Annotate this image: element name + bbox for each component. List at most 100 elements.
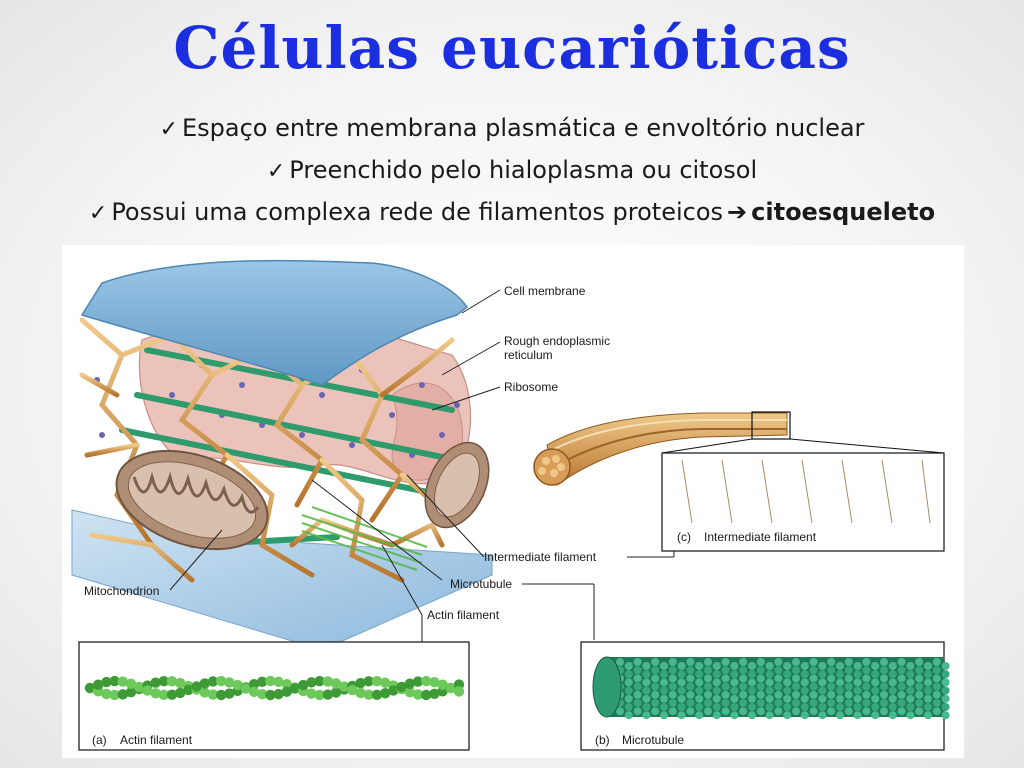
tubulin-subunit — [695, 686, 704, 695]
tubulin-subunit — [862, 699, 871, 707]
tubulin-subunit — [915, 707, 924, 716]
tubulin-subunit — [906, 670, 915, 679]
tubulin-subunit — [756, 682, 765, 691]
tubulin-subunit — [871, 686, 880, 695]
tubulin-subunit — [818, 703, 827, 711]
checkmark-icon: ✓ — [266, 159, 286, 184]
tubulin-subunit — [818, 662, 827, 670]
tubulin-subunit — [765, 703, 774, 711]
actin-subunit — [412, 676, 424, 687]
tubulin-subunit — [924, 670, 932, 679]
tubulin-subunit — [888, 662, 897, 670]
tubulin-subunit — [932, 682, 941, 691]
tubulin-subunit — [677, 686, 686, 695]
actin-subunit — [355, 687, 366, 699]
tubulin-subunit — [783, 686, 792, 695]
tubulin-subunit — [642, 678, 651, 687]
label-mitochondrion: Mitochondrion — [84, 584, 159, 598]
actin-subunit — [248, 686, 260, 698]
tubulin-subunit — [880, 707, 888, 716]
actin-subunit — [314, 675, 325, 687]
tubulin-subunit — [721, 707, 730, 716]
cytoskeleton-figure: Cell membrane Rough endoplasmic reticulu… — [62, 245, 964, 758]
tubulin-subunit — [624, 670, 633, 679]
actin-subunit — [150, 677, 161, 688]
tubulin-subunit — [756, 690, 765, 699]
tubulin-subunit — [721, 682, 730, 691]
tubulin-subunit — [888, 670, 897, 679]
tubulin-subunit — [756, 658, 765, 666]
tubulin-subunit — [642, 686, 651, 695]
tubulin-subunit — [739, 707, 748, 716]
tubulin-subunit — [730, 703, 739, 711]
tubulin-subunit — [677, 662, 686, 670]
actin-subunit — [175, 677, 186, 689]
actin-subunit — [273, 676, 284, 688]
tubulin-subunit — [915, 666, 924, 675]
actin-subunit — [248, 678, 260, 690]
tubulin-subunit — [897, 690, 906, 699]
panel-intermediate-filament: (c) Intermediate filament — [661, 452, 945, 552]
tubulin-subunit — [712, 678, 721, 687]
tubulin-subunit — [660, 703, 668, 711]
actin-subunit — [306, 677, 317, 688]
actin-subunit — [314, 689, 325, 701]
actin-subunit — [125, 678, 137, 690]
tubulin-subunit — [624, 711, 633, 720]
actin-subunit — [199, 687, 210, 698]
tubulin-subunit — [932, 658, 941, 666]
actin-subunit — [265, 689, 276, 701]
tubulin-subunit — [897, 674, 906, 683]
tubulin-subunit — [844, 699, 853, 707]
bullet-item: ✓Espaço entre membrana plasmática e envo… — [0, 108, 1024, 150]
tubulin-subunit — [616, 658, 624, 666]
tubulin-subunit — [712, 686, 721, 695]
tubulin-subunit — [668, 666, 677, 675]
tubulin-subunit — [695, 670, 704, 679]
actin-subunit — [347, 684, 358, 696]
tubulin-subunit — [827, 690, 836, 699]
tubulin-subunit — [721, 699, 730, 707]
tubulin-subunit — [774, 674, 783, 683]
tubulin-subunit — [924, 703, 932, 711]
tubulin-subunit — [633, 666, 642, 675]
tubulin-subunit — [765, 670, 774, 679]
tubulin-subunit — [941, 711, 950, 720]
cell-membrane — [80, 259, 469, 386]
tubulin-subunit — [651, 690, 660, 699]
tubulin-subunit — [800, 678, 809, 687]
tubulin-subunit — [633, 699, 642, 707]
tubulin-subunit — [686, 658, 695, 666]
tubulin-subunit — [783, 670, 792, 679]
tubulin-subunit — [695, 662, 704, 670]
actin-subunit — [437, 679, 448, 690]
actin-subunit — [150, 688, 161, 699]
actin-subunit — [380, 688, 391, 699]
tubulin-subunit — [739, 690, 748, 699]
tubulin-subunit — [800, 670, 809, 679]
tubulin-subunit — [783, 711, 792, 720]
tubulin-subunit — [633, 658, 642, 666]
tubulin-subunit — [844, 666, 853, 675]
tubulin-subunit — [906, 703, 915, 711]
tubulin-subunit — [941, 686, 950, 695]
actin-subunit — [257, 688, 268, 700]
actin-bundle — [301, 506, 428, 571]
label-microtubule: Microtubule — [450, 577, 512, 591]
tubulin-subunit — [818, 670, 827, 679]
actin-subunit — [224, 677, 235, 688]
actin-subunit — [289, 683, 301, 694]
actin-subunit — [216, 689, 227, 701]
tubulin-subunit — [880, 666, 888, 675]
tubulin-subunit — [888, 678, 897, 687]
tubulin-subunit — [880, 674, 888, 683]
tubulin-subunit — [651, 666, 660, 675]
tubulin-subunit — [774, 690, 783, 699]
tubulin-subunit — [915, 682, 924, 691]
slide-title: Células eucarióticas — [173, 14, 851, 82]
tubulin-subunit — [695, 694, 704, 703]
actin-subunit — [388, 685, 399, 696]
tubulin-subunit — [888, 686, 897, 695]
tubulin-subunit — [871, 703, 880, 711]
checkmark-icon: ✓ — [159, 117, 178, 142]
